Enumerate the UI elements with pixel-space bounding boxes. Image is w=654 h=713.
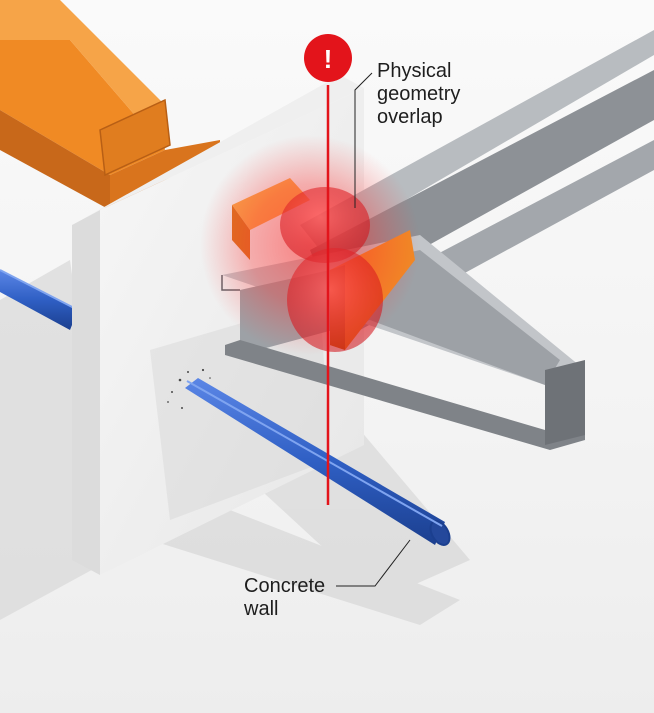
alert-symbol: ! <box>324 44 333 74</box>
overlap-callout-label: Physical geometry overlap <box>377 60 461 128</box>
pipe-left-segment <box>0 269 79 330</box>
wall-callout-label: Concrete wall <box>244 575 326 620</box>
overlap-leader-line <box>354 72 373 208</box>
clash-highlight <box>200 135 420 355</box>
pipe-front-segment <box>185 378 451 546</box>
alert-icon: ! <box>304 34 352 82</box>
wall-leader-line <box>336 539 411 587</box>
